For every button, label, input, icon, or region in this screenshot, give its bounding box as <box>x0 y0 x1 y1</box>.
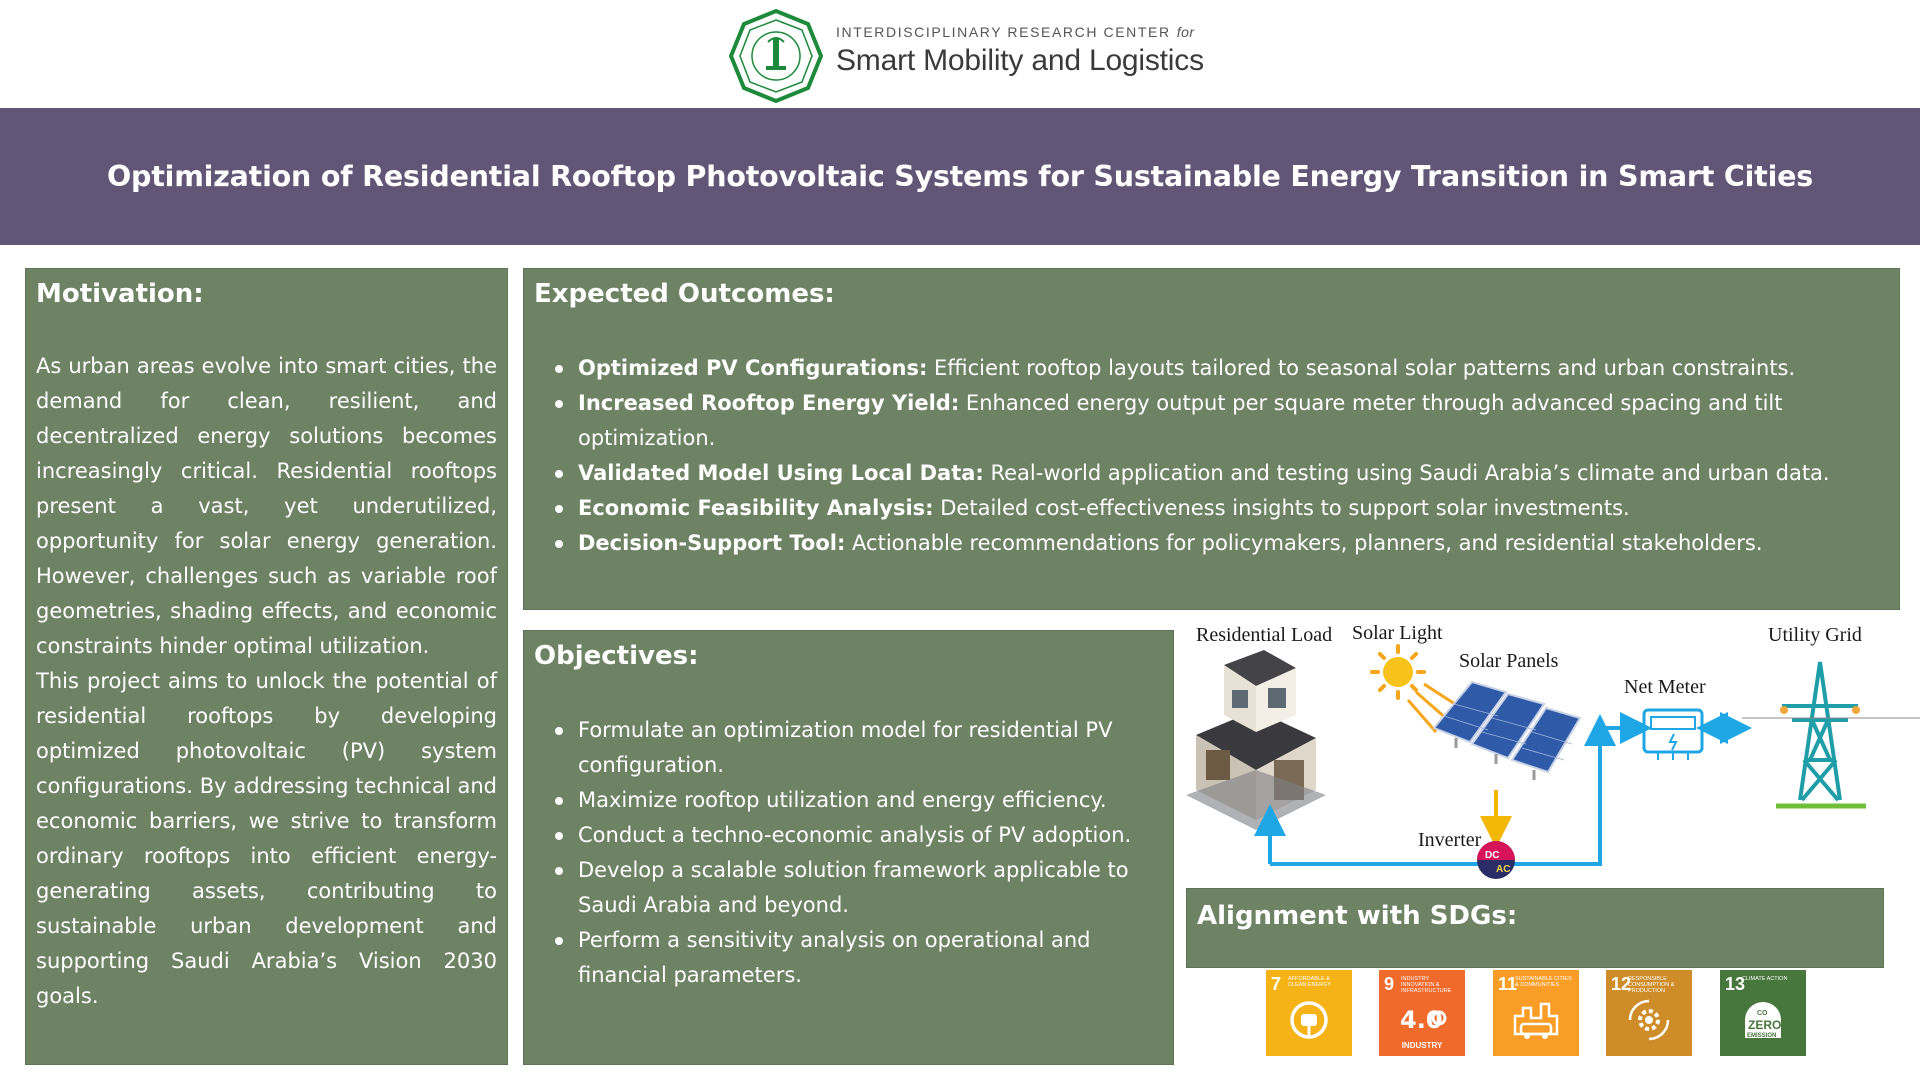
motivation-heading: Motivation: <box>36 279 204 309</box>
motivation-paragraph-1: As urban areas evolve into smart cities,… <box>36 354 497 658</box>
outcome-text: Actionable recommendations for policymak… <box>845 531 1763 555</box>
for-word: for <box>1176 24 1195 40</box>
sdg-tile-11: 11 SUSTAINABLE CITIES & COMMUNITIES <box>1493 970 1579 1056</box>
zero-emission-icon: CO ZERO EMISSION <box>1745 1002 1781 1039</box>
sdg-tiles: 7 AFFORDABLE & CLEAN ENERGY 9 INDUSTRY I… <box>1266 970 1806 1056</box>
sdg-tile-13: 13 CLIMATE ACTION CO ZERO EMISSION <box>1720 970 1806 1056</box>
objectives-heading: Objectives: <box>534 641 699 671</box>
sdg-caption: RESPONSIBLE CONSUMPTION & PRODUCTION <box>1628 976 1675 994</box>
motivation-paragraph-2: This project aims to unlock the potentia… <box>36 669 497 1008</box>
list-item: Develop a scalable solution framework ap… <box>555 853 1163 923</box>
outcomes-list: Optimized PV Configurations: Efficient r… <box>534 351 1889 561</box>
sdg-caption: AFFORDABLE & CLEAN ENERGY <box>1288 976 1332 988</box>
emission-text: EMISSION <box>1747 1033 1776 1039</box>
outcome-title: Decision-Support Tool: <box>578 531 846 555</box>
sdg-tile-12: 12 RESPONSIBLE CONSUMPTION & PRODUCTION <box>1606 970 1692 1056</box>
motivation-panel: Motivation: As urban areas evolve into s… <box>25 268 508 1065</box>
utility-grid-label: Utility Grid <box>1768 624 1862 646</box>
outcome-title: Economic Feasibility Analysis: <box>578 496 934 520</box>
sdg-number: 12 <box>1611 974 1632 994</box>
list-item: Economic Feasibility Analysis: Detailed … <box>555 491 1889 526</box>
list-item: Formulate an optimization model for resi… <box>555 713 1163 783</box>
list-item: Maximize rooftop utilization and energy … <box>555 783 1163 818</box>
objectives-panel: Objectives: Formulate an optimization mo… <box>523 630 1174 1065</box>
outcome-text: Real-world application and testing using… <box>983 461 1830 485</box>
zero-text: ZERO <box>1748 1018 1781 1032</box>
title-band: Optimization of Residential Rooftop Phot… <box>0 108 1920 245</box>
expected-outcomes-panel: Expected Outcomes: Optimized PV Configur… <box>523 268 1900 610</box>
net-meter-icon <box>1642 708 1704 760</box>
solar-panels-icon <box>1432 680 1582 780</box>
objectives-list: Formulate an optimization model for resi… <box>534 713 1163 993</box>
inverter-dc-text: DC <box>1485 850 1499 861</box>
solar-panels-label: Solar Panels <box>1459 650 1559 672</box>
outcome-text: Enhanced energy output per square meter … <box>578 391 1783 450</box>
insulator-icon <box>1852 706 1860 714</box>
industry-4-icon: 4.0 <box>1400 1006 1447 1034</box>
recycle-gear-icon <box>1628 999 1670 1041</box>
inverter-label: Inverter <box>1418 829 1482 851</box>
list-item: Optimized PV Configurations: Efficient r… <box>555 351 1889 386</box>
outcome-text: Efficient rooftop layouts tailored to se… <box>927 356 1796 380</box>
power-icon <box>1290 1001 1328 1039</box>
list-item: Increased Rooftop Energy Yield: Enhanced… <box>555 386 1889 456</box>
sdg-heading: Alignment with SDGs: <box>1197 901 1518 931</box>
outcome-title: Optimized PV Configurations: <box>578 356 928 380</box>
sdg-number: 13 <box>1725 974 1746 994</box>
co2-text: CO <box>1757 1010 1768 1017</box>
inverter-ac-text: AC <box>1496 864 1510 875</box>
list-item: Perform a sensitivity analysis on operat… <box>555 923 1163 993</box>
transmission-tower-icon <box>1776 661 1866 809</box>
sdg-tile-7: 7 AFFORDABLE & CLEAN ENERGY <box>1266 970 1352 1056</box>
pv-system-diagram: Residential Load Solar Light Solar Panel… <box>1186 620 1920 890</box>
city-icon <box>1513 1002 1559 1039</box>
house-icon <box>1186 650 1326 830</box>
solar-light-label: Solar Light <box>1352 622 1443 644</box>
list-item: Validated Model Using Local Data: Real-w… <box>555 456 1889 491</box>
insulator-icon <box>1780 706 1788 714</box>
sdg-caption: CLIMATE ACTION <box>1742 976 1788 982</box>
residential-load-label: Residential Load <box>1196 624 1332 646</box>
net-meter-label: Net Meter <box>1624 676 1706 698</box>
sdg-caption: INDUSTRY INNOVATION & INFRASTRUCTURE <box>1401 976 1452 994</box>
outcome-title: Increased Rooftop Energy Yield: <box>578 391 960 415</box>
university-seal-logo <box>728 8 824 104</box>
poster-title: Optimization of Residential Rooftop Phot… <box>106 160 1814 193</box>
sun-icon <box>1370 644 1459 733</box>
sdg-number: 11 <box>1498 974 1518 994</box>
outcome-title: Validated Model Using Local Data: <box>578 461 984 485</box>
energy-flow-arrows <box>1254 712 1752 866</box>
research-center-name: Smart Mobility and Logistics <box>836 44 1204 77</box>
inverter-icon: DC AC <box>1477 841 1515 879</box>
industry-mark: 4.0 <box>1400 1006 1443 1034</box>
sdg-tile-9: 9 INDUSTRY INNOVATION & INFRASTRUCTURE 4… <box>1379 970 1465 1056</box>
outcome-text: Detailed cost-effectiveness insights to … <box>933 496 1630 520</box>
sdg-number: 7 <box>1271 974 1282 994</box>
sdg-number: 9 <box>1384 974 1395 994</box>
outcomes-heading: Expected Outcomes: <box>534 279 835 309</box>
sdg-caption: SUSTAINABLE CITIES & COMMUNITIES <box>1515 976 1572 988</box>
sdg-panel: Alignment with SDGs: <box>1186 888 1884 968</box>
sdg-footer: INDUSTRY <box>1401 1041 1443 1050</box>
list-item: Conduct a techno-economic analysis of PV… <box>555 818 1163 853</box>
list-item: Decision-Support Tool: Actionable recomm… <box>555 526 1889 561</box>
